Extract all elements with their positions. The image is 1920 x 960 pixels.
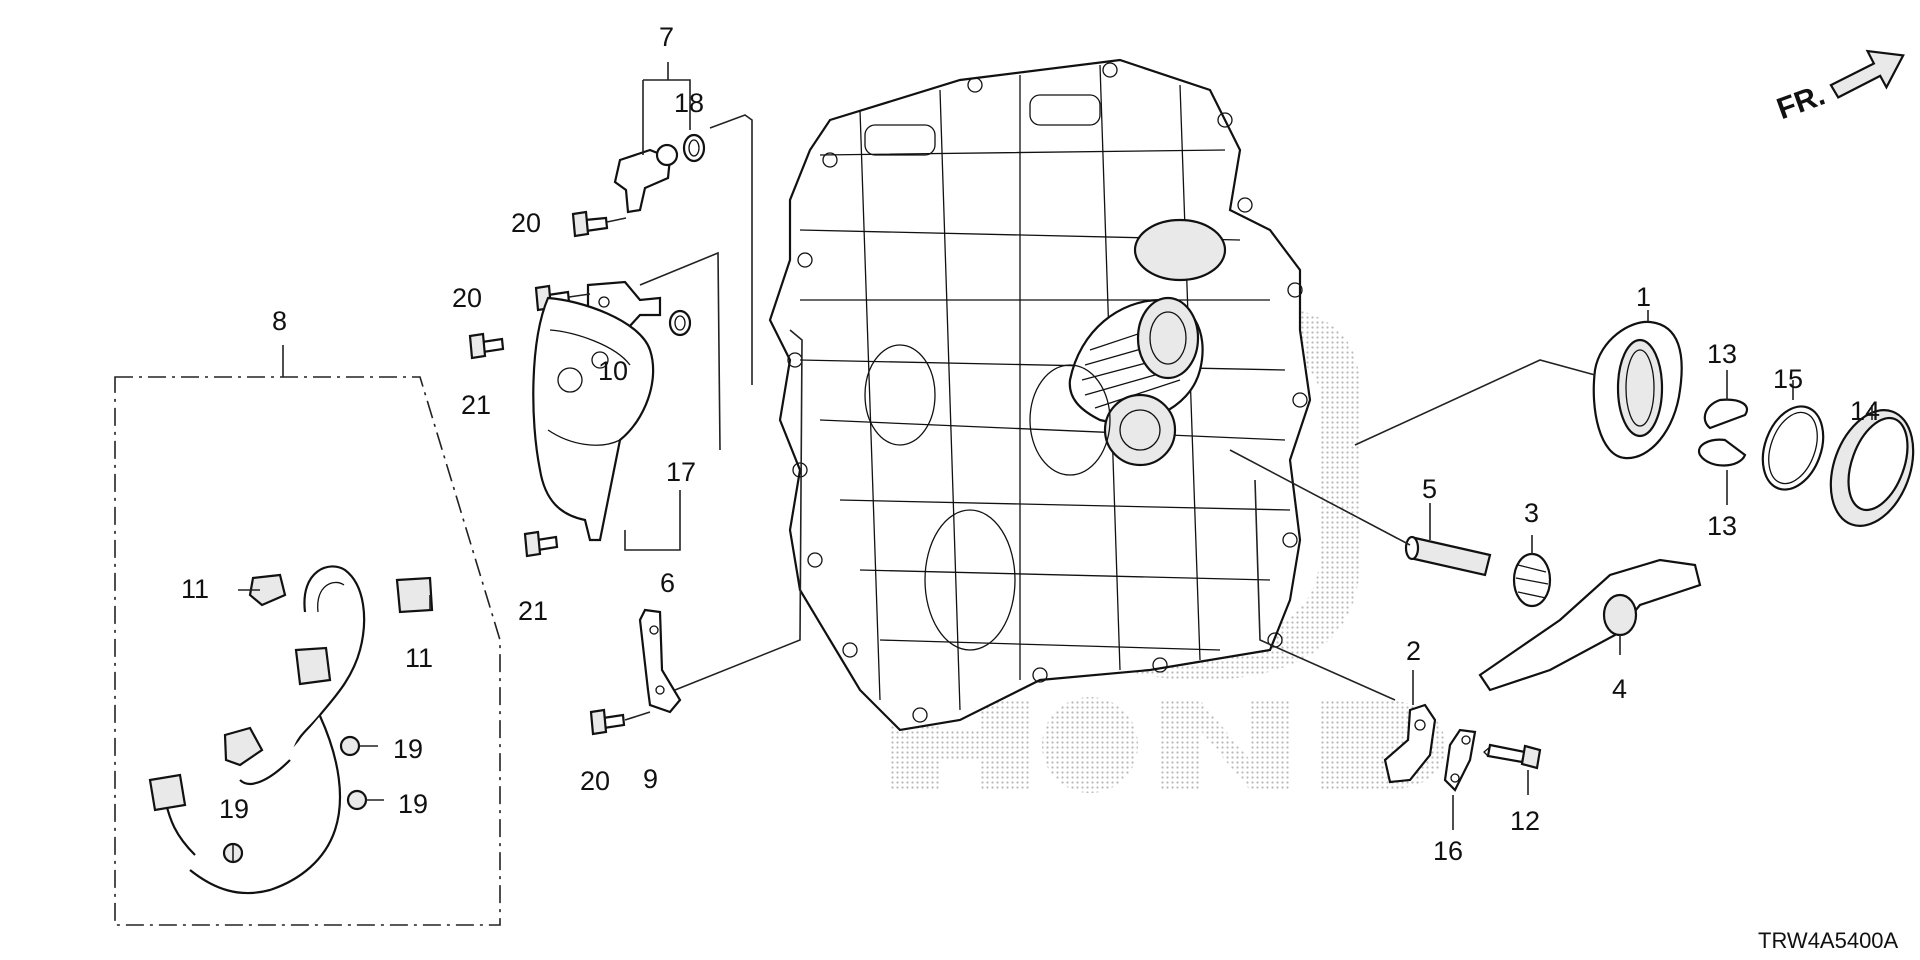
callout-13b: 13 [1707,511,1737,541]
diagram-code: TRW4A5400A [1758,928,1899,953]
callout-14: 14 [1850,396,1880,426]
callout-6: 6 [660,568,675,598]
sensor-assembly [571,62,753,385]
shaft-5 [1229,449,1492,577]
callout-19b: 19 [398,789,428,819]
callout-20c: 20 [580,766,610,796]
callout-17: 17 [666,457,696,487]
callout-10: 10 [598,356,628,386]
lever-4 [1478,558,1702,692]
callout-4: 4 [1612,674,1627,704]
callout-19c: 19 [219,794,249,824]
bracket-2 [1254,479,1437,784]
bracket-9 [589,329,803,736]
callout-1: 1 [1636,282,1651,312]
plate-16 [1443,728,1477,830]
callout-13a: 13 [1707,339,1737,369]
harness-group-8 [114,345,501,926]
callout-9: 9 [643,764,658,794]
callout-19a: 19 [393,734,423,764]
callout-11b: 11 [405,643,433,673]
callout-16: 16 [1433,836,1463,866]
snap-ring-15 [1761,380,1825,491]
spring-3 [1512,535,1552,608]
ring-gear-1 [1354,310,1683,460]
callout-labels: 1 2 3 4 5 6 7 8 9 10 11 11 12 13 13 14 1… [181,22,1880,866]
oil-seal-14 [1829,405,1915,527]
callout-15: 15 [1773,364,1803,394]
callout-20a: 20 [511,208,541,238]
bolt-12 [1483,743,1542,795]
callout-2: 2 [1406,636,1421,666]
callout-11a: 11 [181,574,209,604]
front-direction-indicator: FR. [1773,49,1905,127]
callout-18: 18 [674,88,704,118]
callout-20b: 20 [452,283,482,313]
callout-21a: 21 [461,390,491,420]
callout-21b: 21 [518,596,548,626]
callout-8: 8 [272,306,287,336]
clip-13 [1697,370,1748,505]
callout-3: 3 [1524,498,1539,528]
callout-12: 12 [1510,806,1540,836]
callout-7: 7 [659,22,674,52]
transmission-case [768,58,1312,732]
callout-5: 5 [1422,474,1437,504]
direction-label: FR. [1773,79,1830,127]
cover-assembly-6 [468,296,692,558]
